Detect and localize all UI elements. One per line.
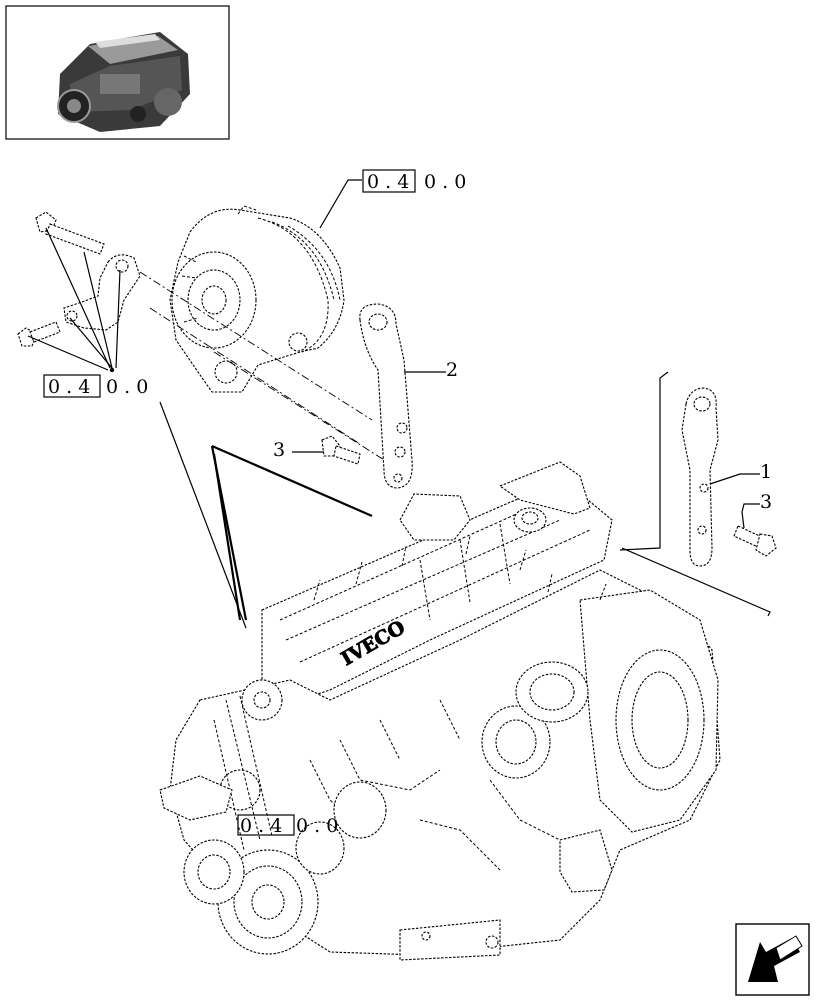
item-2-bracket [359, 303, 413, 489]
next-page-arrow-icon[interactable] [735, 923, 810, 996]
bracket-ref-rest: 0 . 0 [106, 376, 148, 398]
engine-block [159, 461, 721, 961]
item-3-bolt-right [733, 525, 777, 557]
pulley-ref-rest: 0 . 0 [296, 815, 338, 837]
item-3-bolt-left [321, 435, 361, 465]
callout-item-2: 2 [446, 359, 458, 381]
pulley-reference[interactable]: 0 . 4 0 . 0 [237, 814, 338, 837]
engine-thumbnail[interactable] [5, 5, 230, 140]
short-bolt [17, 321, 61, 347]
alternator-ref-rest: 0 . 0 [424, 171, 466, 193]
callout-item-3-left: 3 [273, 439, 285, 461]
bracket-ref-boxed: 0 . 4 [48, 376, 90, 398]
alternator-ref-boxed: 0 . 4 [367, 171, 409, 193]
callout-item-3-right: 3 [760, 491, 772, 513]
long-bolt [35, 211, 105, 255]
callout-item-1: 1 [760, 461, 772, 483]
alternator [169, 205, 345, 393]
pulley-ref-boxed: 0 . 4 [240, 815, 282, 837]
alternator-bracket [63, 254, 141, 331]
alternator-reference[interactable]: 0 . 4 0 . 0 [362, 169, 466, 193]
item-1-bracket [681, 387, 719, 567]
bracket-reference[interactable]: 0 . 4 0 . 0 [43, 374, 148, 398]
